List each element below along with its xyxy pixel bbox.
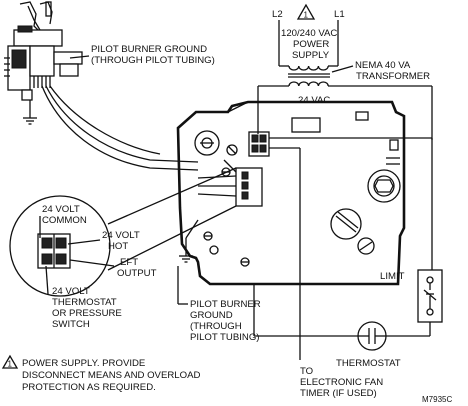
thermo-label-3: OR PRESSURE [52, 308, 122, 319]
common-label-1: 24 VOLT [42, 204, 80, 215]
figure-id: M7935C [422, 395, 452, 404]
terminal-detail [9, 167, 237, 297]
eft-label-1: EFT [120, 257, 138, 268]
hot-label-2: HOT [108, 241, 128, 252]
limit-label: LIMIT [380, 271, 405, 282]
fan-timer-label-1: TO [300, 366, 313, 377]
transformer-label-1: NEMA 40 VA [355, 60, 411, 71]
thermo-label-4: SWITCH [52, 319, 90, 330]
pilot-top-leader [69, 55, 90, 59]
pilot-bottom-label-2: GROUND [190, 310, 233, 321]
thermo-label-2: THERMOSTAT [52, 297, 117, 308]
note-triangle-icon: 1 [1, 354, 19, 369]
common-label-2: COMMON [42, 215, 87, 226]
pilot-bottom-label-4: PILOT TUBING) [190, 332, 259, 343]
fan-timer-label-3: TIMER (IF USED) [300, 388, 377, 399]
warning-triangle-icon: 1 [296, 3, 316, 20]
note-line-3: PROTECTION AS REQUIRED. [22, 382, 156, 393]
transformer-secondary-label: 24 VAC [298, 95, 330, 106]
supply-voltage: 120/240 VAC [281, 28, 337, 39]
eft-label-2: OUTPUT [117, 268, 157, 279]
fan-timer-label-2: ELECTRONIC FAN [300, 377, 383, 388]
transformer-primary [288, 65, 329, 71]
supply-supply: SUPPLY [292, 50, 330, 61]
supply-l1: L1 [334, 9, 345, 20]
note-line-1: POWER SUPPLY. PROVIDE [22, 358, 145, 369]
wire-harness-connector [235, 167, 263, 207]
thermo-label-1: 24 VOLT [52, 286, 90, 297]
thermostat-label: THERMOSTAT [336, 358, 401, 369]
pilot-burner-assembly [4, 1, 83, 125]
transformer-label-2: TRANSFORMER [356, 71, 430, 82]
pilot-top-label-2: (THROUGH PILOT TUBING) [91, 55, 215, 66]
pilot-bottom-label-3: (THROUGH [190, 321, 242, 332]
pilot-bottom-label-1: PILOT BURNER [190, 299, 261, 310]
note-line-2: DISCONNECT MEANS AND OVERLOAD [22, 370, 200, 381]
svg-text:1: 1 [304, 11, 309, 20]
supply-power: POWER [293, 39, 329, 50]
svg-text:1: 1 [8, 360, 13, 369]
control-window [291, 117, 321, 133]
supply-l2: L2 [272, 9, 283, 20]
hot-label-1: 24 VOLT [102, 230, 140, 241]
pilot-top-label-1: PILOT BURNER GROUND [91, 44, 207, 55]
transformer-secondary [288, 81, 329, 87]
pilot-ground-symbol [179, 219, 199, 263]
pilot-wires [41, 85, 199, 171]
